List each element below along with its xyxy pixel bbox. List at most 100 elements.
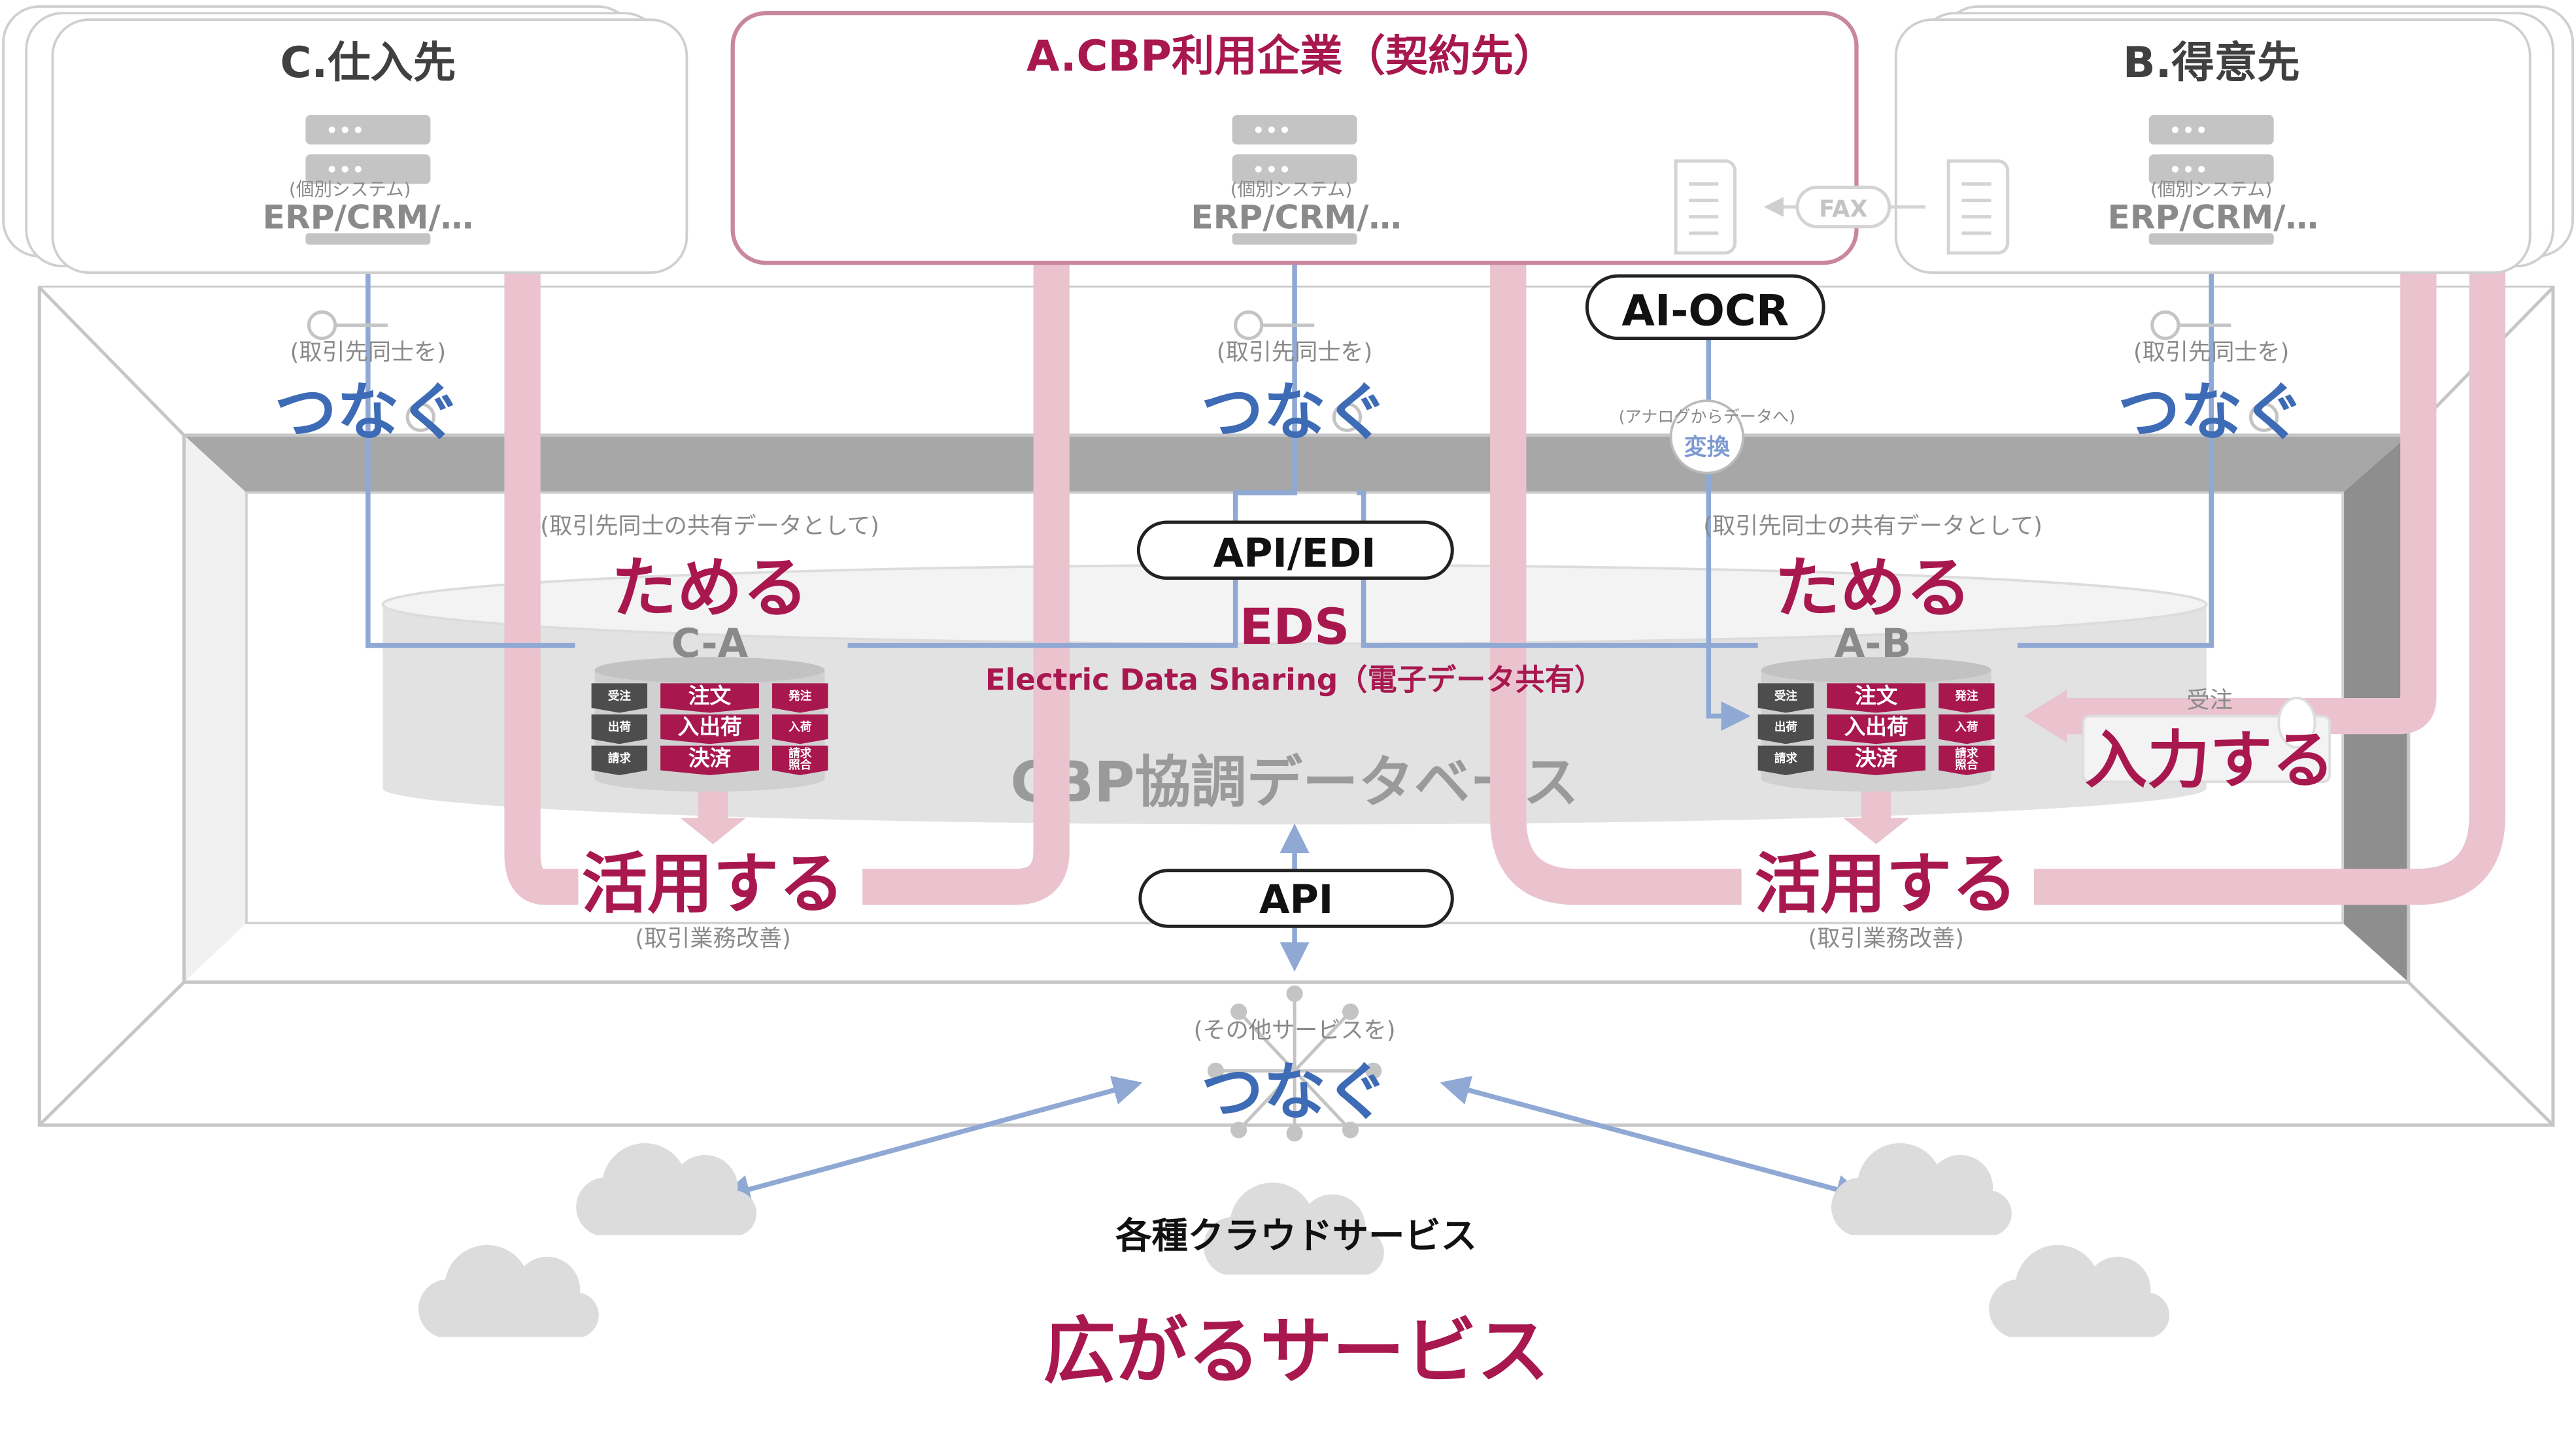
db-label: CBP協調データベース bbox=[1010, 750, 1579, 815]
api-label: API bbox=[1259, 877, 1333, 923]
data-tile-left: 請求 bbox=[591, 745, 648, 776]
ai-ocr-convert: 変換 bbox=[1684, 434, 1731, 461]
ai-ocr-note: (アナログからデータへ) bbox=[1619, 407, 1795, 426]
connect-note: (取引先同士を) bbox=[1217, 339, 1372, 365]
document-icon bbox=[1948, 161, 2007, 253]
data-tile-center: 入出荷 bbox=[660, 714, 759, 744]
cloud-caption: 各種クラウドサービス bbox=[1115, 1216, 1477, 1258]
cloud-icon bbox=[576, 1143, 756, 1235]
party-c-system-note: (個別システム) bbox=[289, 178, 411, 200]
data-tile-label: 入荷 bbox=[1955, 720, 1978, 734]
flow-arrow-input bbox=[2067, 184, 2437, 735]
cloud-note: (その他サービスを) bbox=[1194, 1017, 1396, 1044]
keyboard-icon bbox=[2082, 714, 2331, 783]
store-label: ためる bbox=[611, 550, 809, 627]
use-right: 活用する (取引業務改善) bbox=[1755, 846, 2018, 952]
api: API bbox=[1138, 869, 1454, 928]
connect-note: (取引先同士を) bbox=[290, 339, 446, 365]
cloud-icon bbox=[1831, 1143, 2012, 1235]
flow-arrow-b-up bbox=[2033, 213, 2506, 905]
cloud-icon bbox=[1989, 1244, 2169, 1337]
data-tile-label: 出荷 bbox=[1774, 720, 1798, 734]
fax-label: FAX bbox=[1819, 196, 1867, 223]
party-a-system: ERP/CRM/… bbox=[1191, 197, 1401, 236]
use-label: 活用する bbox=[582, 846, 845, 922]
data-tile-label: 請求 bbox=[788, 746, 812, 760]
store-note: (取引先同士の共有データとして) bbox=[540, 513, 879, 540]
ai-ocr-label: AI-OCR bbox=[1621, 286, 1789, 336]
input-label: 入力する bbox=[2085, 724, 2335, 797]
data-tile-left: 請求 bbox=[1757, 745, 1814, 776]
party-a-system-note: (個別システム) bbox=[1230, 178, 1352, 200]
eds-label: EDS bbox=[1240, 598, 1349, 656]
data-tile-center: 入出荷 bbox=[1827, 714, 1926, 744]
connect-b: (取引先同士を) つなぐ bbox=[2118, 312, 2305, 448]
data-tile-right: 入荷 bbox=[772, 714, 828, 744]
eds-subtitle: Electric Data Sharing（電子データ共有） bbox=[985, 662, 1604, 697]
use-left: 活用する (取引業務改善) bbox=[582, 846, 845, 952]
flow-arrow-a-up bbox=[862, 213, 1070, 905]
party-c-title: C.仕入先 bbox=[280, 38, 456, 88]
input-note: 受注 bbox=[2187, 687, 2233, 714]
data-tile-center: 決済 bbox=[1827, 745, 1926, 776]
convert-icon bbox=[1669, 399, 1744, 475]
data-tile-label: 発注 bbox=[788, 689, 812, 703]
data-tile-left: 出荷 bbox=[1757, 714, 1814, 744]
data-tile-label: 請求 bbox=[608, 752, 632, 765]
footer-title: 広がるサービス bbox=[1043, 1310, 1550, 1394]
data-tile-label: 請求 bbox=[1774, 752, 1798, 765]
data-tile-label: 受注 bbox=[1774, 689, 1798, 703]
party-b-system: ERP/CRM/… bbox=[2108, 197, 2318, 236]
cloud-hub: (その他サービスを) つなぐ bbox=[1194, 985, 1396, 1142]
mouse-icon bbox=[2277, 697, 2316, 749]
store-label: ためる bbox=[1774, 550, 1972, 627]
flow-arrows bbox=[492, 177, 2517, 905]
connect-label: つなぐ bbox=[1201, 375, 1388, 448]
connect-label: つなぐ bbox=[2118, 375, 2305, 448]
cloud-connect: つなぐ bbox=[1201, 1056, 1388, 1129]
api-edi-label: API/EDI bbox=[1213, 531, 1376, 576]
data-tile-left: 受注 bbox=[1757, 683, 1814, 713]
ai-ocr: AI-OCR (アナログからデータへ) 変換 bbox=[1585, 274, 1825, 475]
party-a: A.CBP利用企業（契約先） (個別システム) ERP/CRM/… bbox=[730, 10, 1859, 265]
data-tile-label: 発注 bbox=[1954, 689, 1978, 703]
data-tile-label: 決済 bbox=[688, 746, 732, 771]
data-tile-left: 受注 bbox=[591, 683, 648, 713]
connect-c: (取引先同士を) つなぐ bbox=[275, 312, 462, 448]
party-b-title: B.得意先 bbox=[2123, 38, 2300, 88]
fax-transfer: FAX bbox=[1763, 185, 1926, 229]
network-icon bbox=[1207, 985, 1382, 1142]
data-tile-label: 入荷 bbox=[788, 720, 812, 734]
api-edi: API/EDI bbox=[1136, 520, 1454, 580]
data-tile-center: 注文 bbox=[1827, 683, 1926, 713]
party-c: C.仕入先 (個別システム) ERP/CRM/… bbox=[2, 5, 688, 275]
connect-a: (取引先同士を) つなぐ bbox=[1201, 312, 1388, 448]
data-tile-right: 発注 bbox=[772, 683, 828, 713]
data-tile-label: 照合 bbox=[1955, 758, 1978, 772]
store-note: (取引先同士の共有データとして) bbox=[1703, 513, 2042, 540]
data-tile-right: 入荷 bbox=[1939, 714, 1995, 744]
data-tile-label: 請求 bbox=[1955, 746, 1978, 760]
data-tile-right: 発注 bbox=[1939, 683, 1995, 713]
data-tile-label: 入出荷 bbox=[1844, 714, 1908, 739]
party-b: B.得意先 (個別システム) ERP/CRM/… bbox=[1894, 5, 2574, 275]
store-a-b: (取引先同士の共有データとして) ためる A-B bbox=[1703, 513, 2042, 667]
flow-arrow-a-up-right bbox=[1490, 213, 1742, 905]
data-tile-label: 出荷 bbox=[608, 720, 632, 734]
party-a-title: A.CBP利用企業（契約先） bbox=[1026, 31, 1556, 81]
data-tile-center: 決済 bbox=[660, 745, 759, 776]
data-tile-left: 出荷 bbox=[591, 714, 648, 744]
eds-title: EDS Electric Data Sharing（電子データ共有） bbox=[985, 598, 1604, 697]
data-tile-label: 注文 bbox=[1855, 683, 1898, 708]
data-tile-label: 決済 bbox=[1855, 746, 1898, 771]
input-section: 受注 入力する bbox=[2082, 687, 2335, 797]
cloud-icon bbox=[418, 1244, 599, 1337]
document-icon bbox=[1676, 161, 1735, 253]
party-b-system-note: (個別システム) bbox=[2150, 178, 2272, 200]
